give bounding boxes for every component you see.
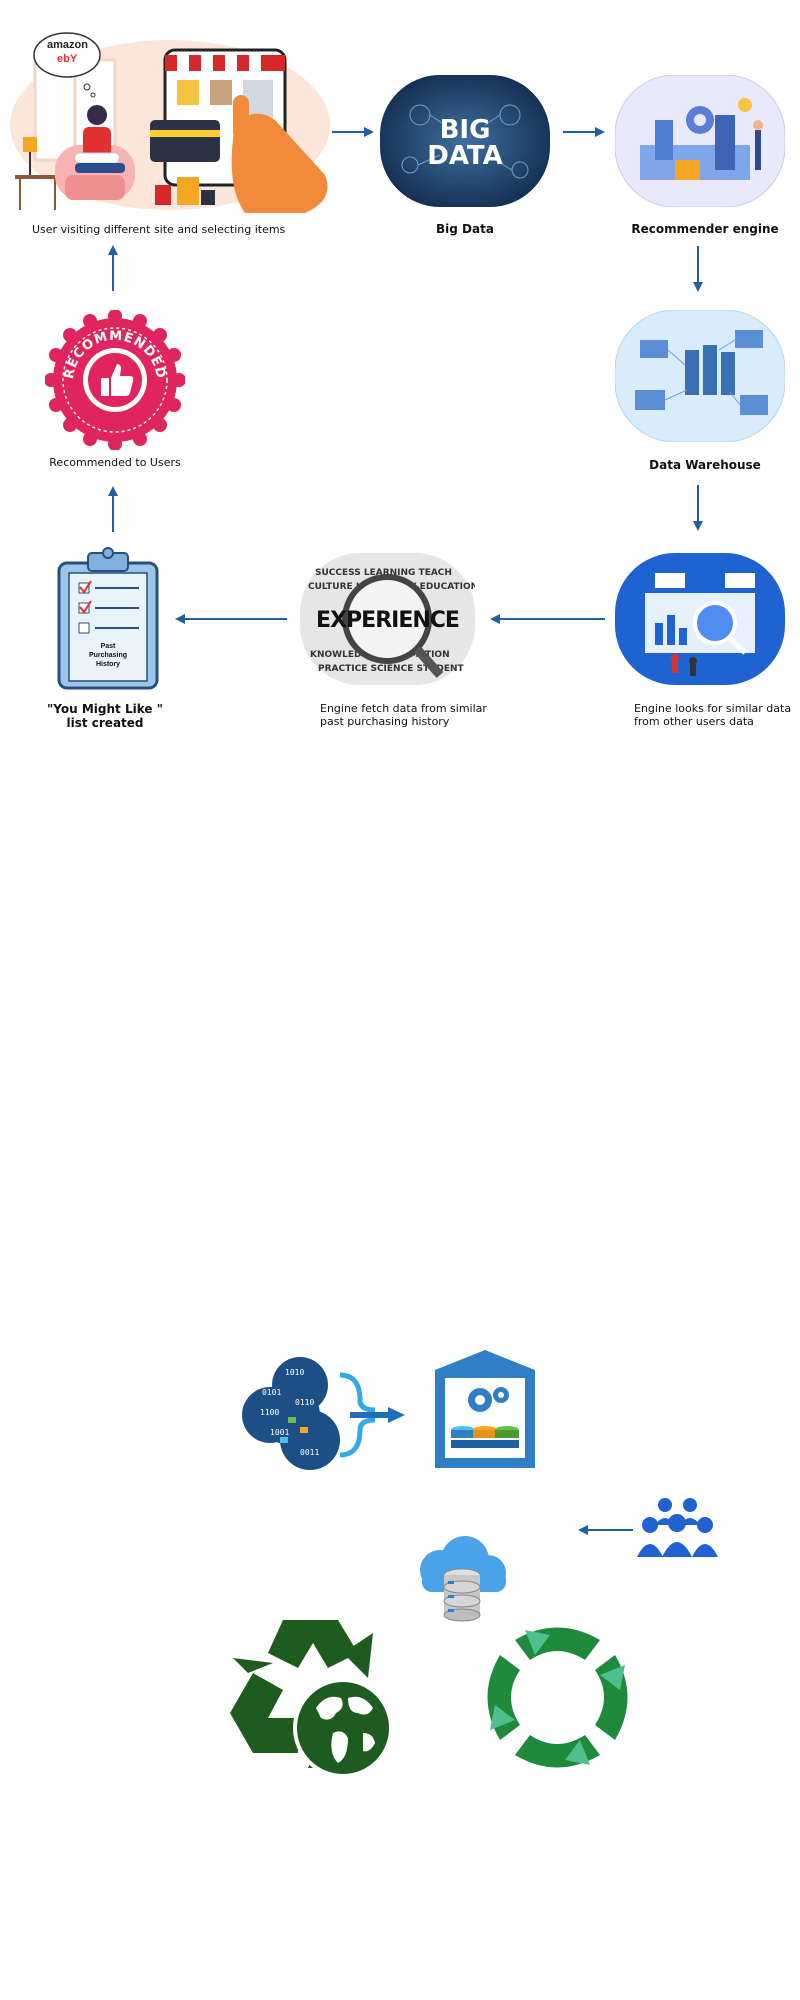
clipboard-text-line3: History: [95, 661, 121, 668]
arrow-up-1: [108, 486, 118, 532]
big-data-title-bottom: DATA: [427, 141, 503, 171]
svg-text:0011: 0011: [300, 1448, 319, 1457]
experience-word: EXPERIENCE: [316, 608, 460, 633]
recycle-globe-icon: [228, 1618, 398, 1778]
step6-caption-line1: Engine fetch data from similar: [320, 702, 487, 715]
big-data-title-top: BIG: [439, 115, 491, 145]
clipboard-text-line2: Purchasing: [88, 652, 128, 659]
step2-caption: Big Data: [436, 222, 494, 236]
amazon-logo-text: amazon: [47, 39, 88, 51]
step4-caption: Data Warehouse: [649, 458, 761, 472]
step5-caption-line2: from other users data: [634, 715, 754, 728]
cloud-database-icon: [410, 1535, 510, 1630]
step7-caption-line1: "You Might Like ": [47, 702, 163, 716]
step1-caption: User visiting different site and selecti…: [32, 223, 286, 236]
arrow-right-1: [332, 127, 374, 137]
arrow-up-2: [108, 245, 118, 291]
big-data-icon: BIG DATA: [380, 75, 550, 207]
shopping-scene-icon: amazon ebY: [5, 25, 335, 215]
recommended-badge-icon: RECOMMENDED: [45, 310, 185, 450]
svg-text:SUCCESS LEARNING TEACH: SUCCESS LEARNING TEACH: [315, 568, 452, 578]
svg-text:1010: 1010: [285, 1368, 304, 1377]
svg-text:PRACTICE SCIENCE STUDENT: PRACTICE SCIENCE STUDENT: [318, 664, 465, 674]
svg-text:0110: 0110: [295, 1398, 314, 1407]
arrow-left-3: [578, 1525, 633, 1535]
step3-caption: Recommender engine: [631, 222, 779, 236]
step6-caption-line2: past purchasing history: [320, 715, 450, 728]
arrow-down-2: [693, 485, 703, 531]
arrow-right-2: [563, 127, 605, 137]
user-group-icon: [635, 1495, 720, 1560]
svg-text:1001: 1001: [270, 1428, 289, 1437]
clipboard-checklist-icon: Past Purchasing History: [55, 545, 161, 690]
warehouse-gears-icon: [435, 1350, 535, 1468]
svg-text:1100: 1100: [260, 1408, 279, 1417]
step8-caption: Recommended to Users: [49, 456, 181, 469]
binary-cloud-icon: 0101 1010 1100 0110 1001 0011: [240, 1355, 410, 1475]
recommender-engine-icon: [615, 75, 785, 207]
arrow-left-1: [490, 614, 605, 624]
step7-caption-line2: list created: [66, 716, 144, 730]
magnifier-experience-icon: SUCCESS LEARNING TEACH CULTURE UNIVERSIT…: [300, 553, 475, 685]
clipboard-text-line1: Past: [100, 643, 116, 650]
ebay-logo-text: ebY: [57, 53, 78, 65]
recycle-arrows-icon: [480, 1620, 635, 1775]
arrow-down-1: [693, 246, 703, 292]
arrow-left-2: [175, 614, 287, 624]
data-warehouse-icon: [615, 310, 785, 442]
step5-caption-line1: Engine looks for similar data: [634, 702, 792, 715]
data-analysis-icon: [615, 553, 785, 685]
svg-text:0101: 0101: [262, 1388, 281, 1397]
